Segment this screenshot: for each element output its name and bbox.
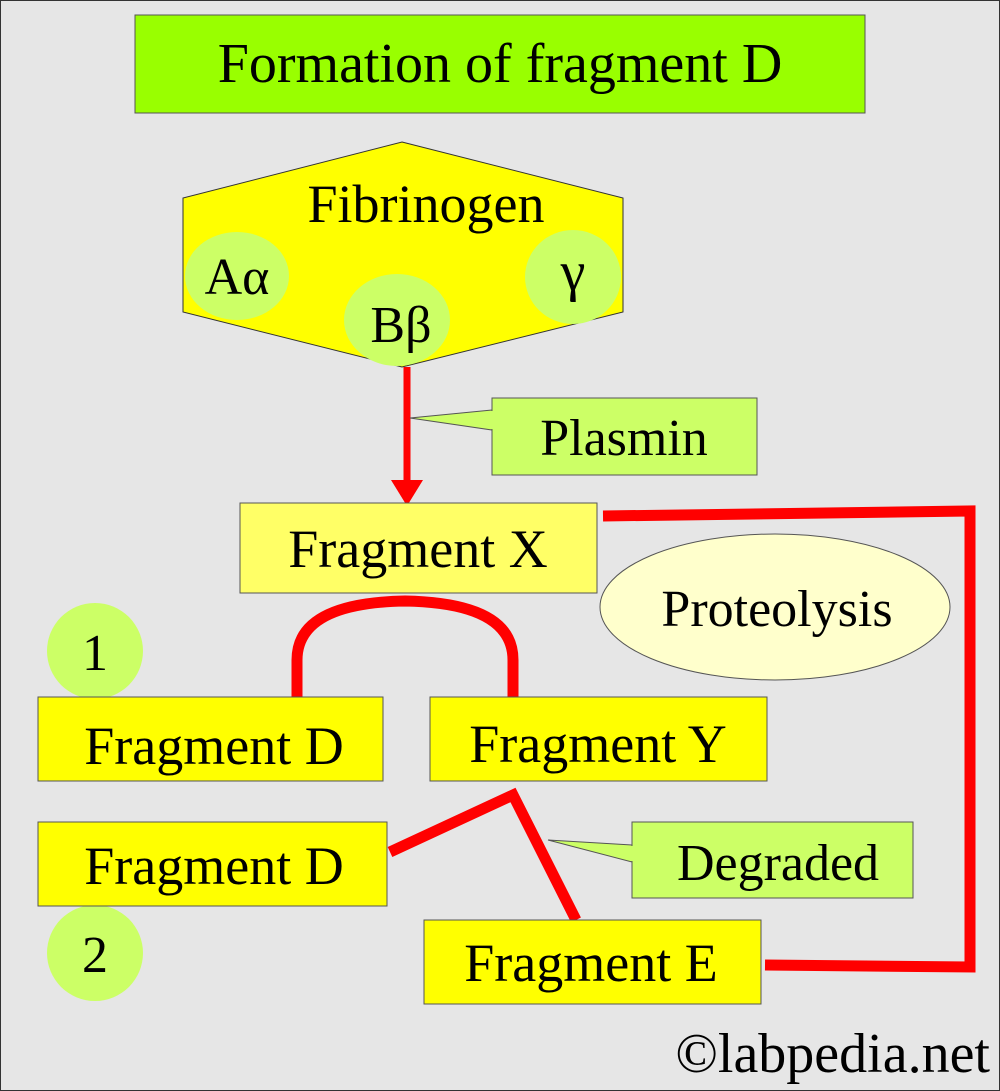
step-1: 1 [47, 603, 143, 699]
fragment-e-label: Fragment E [464, 933, 717, 993]
proteolysis-node: Proteolysis [599, 533, 951, 681]
plasmin-arrow [391, 367, 423, 506]
watermark: ©labpedia.net [675, 1023, 990, 1085]
plasmin-callout: Plasmin [409, 397, 758, 476]
degraded-label: Degraded [677, 835, 879, 892]
y-split-connector [387, 787, 581, 923]
step-1-label: 1 [82, 625, 108, 682]
fragment-y-label: Fragment Y [469, 714, 726, 774]
fragment-d-1: Fragment D [37, 696, 384, 782]
chain-a-alpha-label: Aα [205, 249, 270, 306]
title: Formation of fragment D [218, 33, 783, 95]
fragment-x-label: Fragment X [288, 519, 547, 579]
fragment-d-1-label: Fragment D [84, 716, 343, 776]
plasmin-label: Plasmin [540, 410, 708, 467]
proteolysis-label: Proteolysis [661, 581, 892, 638]
chain-a-alpha [185, 232, 289, 320]
fragment-d-2: Fragment D [37, 821, 388, 907]
fragment-d-2-label: Fragment D [84, 836, 343, 896]
chain-gamma [525, 230, 621, 324]
chain-gamma-label: γ [560, 241, 586, 303]
connectors [291, 505, 976, 973]
chain-b-beta [344, 274, 450, 366]
proteolysis-connector [602, 505, 976, 973]
chain-b-beta-label: Bβ [370, 297, 431, 354]
degraded-callout: Degraded [547, 821, 914, 899]
fragment-x: Fragment X [239, 502, 598, 594]
step-2: 2 [47, 905, 143, 1001]
fibrinogen-label: Fibrinogen [308, 174, 545, 234]
fragment-e: Fragment E [423, 919, 762, 1005]
fibrinogen-node: Fibrinogen Aα Bβ γ [182, 141, 624, 368]
fragment-y: Fragment Y [429, 696, 768, 782]
step-2-label: 2 [82, 927, 108, 984]
x-split-connector [291, 595, 519, 697]
title-box: Formation of fragment D [134, 14, 866, 114]
